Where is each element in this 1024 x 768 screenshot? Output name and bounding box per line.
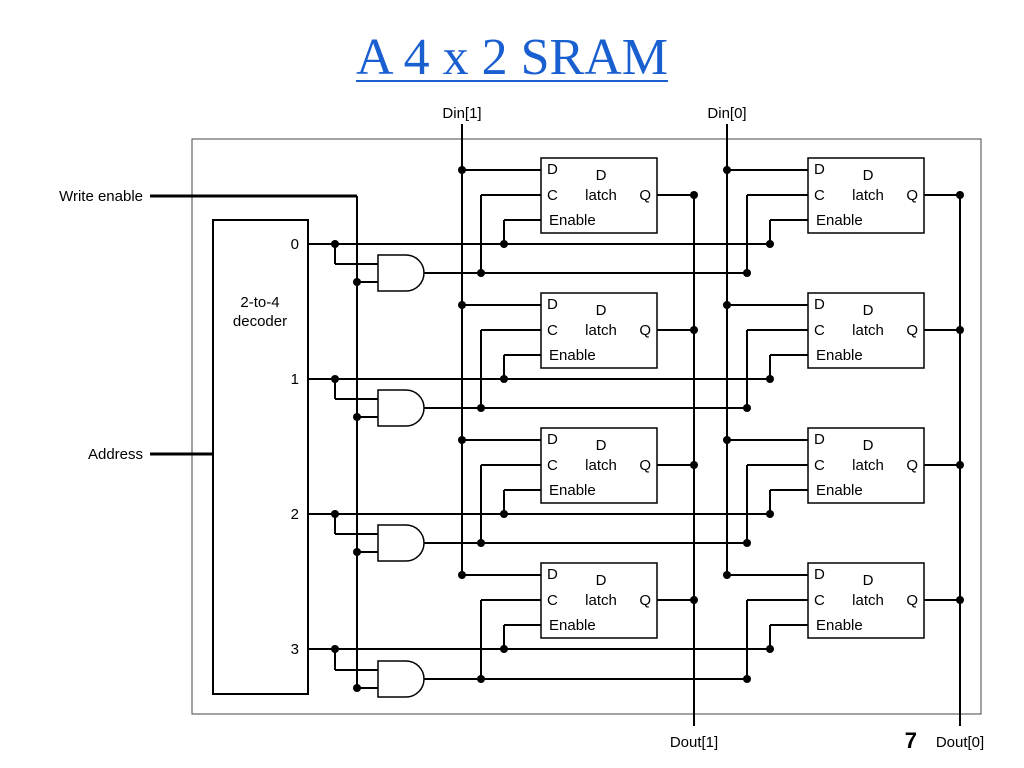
latch-r3-c1-c-pin: C	[814, 592, 825, 609]
din1-label: Din[1]	[442, 105, 481, 122]
latch-r0-c1-name-latch: latch	[852, 187, 884, 204]
latch-r0-c1-name-d: D	[863, 167, 874, 184]
latch-r3-c0-q-pin: Q	[639, 592, 651, 609]
latch-r2-c1-q-pin: Q	[906, 457, 918, 474]
decoder-output-3: 3	[291, 641, 299, 658]
latch-r2-c1-name-d: D	[863, 437, 874, 454]
latch-r1-c0-d-pin: D	[547, 296, 558, 313]
latch-r1-c1-c-pin: C	[814, 322, 825, 339]
e-junction-r0-c0	[500, 240, 508, 248]
latch-r0-c0-c-pin: C	[547, 187, 558, 204]
latch-r0-c0-name-d: D	[596, 167, 607, 184]
latch-r3-c1-box	[807, 562, 925, 639]
e-junction-r1-c0	[500, 375, 508, 383]
c-junction-r0-c0	[477, 269, 485, 277]
latch-r1-c0-name-latch: latch	[585, 322, 617, 339]
latch-r2-c0-c-pin: C	[547, 457, 558, 474]
e-junction-r0-c1	[766, 240, 774, 248]
latch-r1-c0-enable-pin: Enable	[549, 347, 596, 364]
dout-junction-r2-c0	[690, 461, 698, 469]
write-enable-label: Write enable	[59, 188, 143, 205]
slide-number: 7	[905, 728, 917, 753]
latch-r2-c1-d-pin: D	[814, 431, 825, 448]
latch-r0-c1-enable-pin: Enable	[816, 212, 863, 229]
latch-r2-c1-c-pin: C	[814, 457, 825, 474]
latch-r3-c0-enable-pin: Enable	[549, 617, 596, 634]
latch-r3-c1-name-latch: latch	[852, 592, 884, 609]
address-label: Address	[88, 446, 143, 463]
latch-r0-c1-q-pin: Q	[906, 187, 918, 204]
dout-junction-r0-c0	[690, 191, 698, 199]
dout-junction-r2-c1	[956, 461, 964, 469]
latch-r0-c1-d-pin: D	[814, 161, 825, 178]
latch-r3-c0-box	[540, 562, 658, 639]
decoder-block	[212, 219, 309, 695]
latch-r0-c0-enable-pin: Enable	[549, 212, 596, 229]
latch-r1-c0-box	[540, 292, 658, 369]
slide-title: A 4 x 2 SRAM	[355, 29, 669, 86]
and-gate-row-0	[377, 254, 425, 292]
latch-r2-c1-box	[807, 427, 925, 504]
c-junction-r1-c0	[477, 404, 485, 412]
decoder-output-2: 2	[291, 506, 299, 523]
dout-junction-r3-c0	[690, 596, 698, 604]
decoder-output-0: 0	[291, 236, 299, 253]
c-junction-r2-c0	[477, 539, 485, 547]
and-gate-row-2	[377, 524, 425, 562]
latch-r3-c0-name-latch: latch	[585, 592, 617, 609]
latch-r0-c0-d-pin: D	[547, 161, 558, 178]
latch-r2-c0-name-latch: latch	[585, 457, 617, 474]
latch-r2-c0-name-d: D	[596, 437, 607, 454]
and-gate-row-3	[377, 660, 425, 698]
dout-junction-r1-c0	[690, 326, 698, 334]
latch-r3-c1-name-d: D	[863, 572, 874, 589]
e-junction-r2-c0	[500, 510, 508, 518]
latch-r1-c1-enable-pin: Enable	[816, 347, 863, 364]
dout-junction-r0-c1	[956, 191, 964, 199]
e-junction-r3-c0	[500, 645, 508, 653]
latch-r0-c0-q-pin: Q	[639, 187, 651, 204]
latch-r1-c1-d-pin: D	[814, 296, 825, 313]
c-junction-r1-c1	[743, 404, 751, 412]
c-junction-r2-c1	[743, 539, 751, 547]
c-junction-r0-c1	[743, 269, 751, 277]
latch-r1-c1-name-latch: latch	[852, 322, 884, 339]
dout0-label: Dout[0]	[936, 734, 984, 751]
dout1-label: Dout[1]	[670, 734, 718, 751]
dout-junction-r1-c1	[956, 326, 964, 334]
memory-array-frame	[191, 138, 982, 715]
latch-r2-c0-d-pin: D	[547, 431, 558, 448]
latch-r2-c1-enable-pin: Enable	[816, 482, 863, 499]
e-junction-r1-c1	[766, 375, 774, 383]
c-junction-r3-c0	[477, 675, 485, 683]
latch-r1-c0-q-pin: Q	[639, 322, 651, 339]
latch-r1-c1-name-d: D	[863, 302, 874, 319]
latch-r3-c1-d-pin: D	[814, 566, 825, 583]
latch-r2-c0-q-pin: Q	[639, 457, 651, 474]
latch-r3-c0-d-pin: D	[547, 566, 558, 583]
and-gate-row-1	[377, 389, 425, 427]
e-junction-r2-c1	[766, 510, 774, 518]
latch-r2-c1-name-latch: latch	[852, 457, 884, 474]
dout-junction-r3-c1	[956, 596, 964, 604]
decoder-label-line2: decoder	[233, 313, 287, 330]
e-junction-r3-c1	[766, 645, 774, 653]
latch-r0-c1-c-pin: C	[814, 187, 825, 204]
latch-r1-c0-c-pin: C	[547, 322, 558, 339]
latch-r3-c1-q-pin: Q	[906, 592, 918, 609]
latch-r0-c0-name-latch: latch	[585, 187, 617, 204]
latch-r1-c1-box	[807, 292, 925, 369]
latch-r1-c0-name-d: D	[596, 302, 607, 319]
decoder-label-line1: 2-to-4	[240, 294, 279, 311]
latch-r1-c1-q-pin: Q	[906, 322, 918, 339]
latch-r3-c1-enable-pin: Enable	[816, 617, 863, 634]
latch-r3-c0-name-d: D	[596, 572, 607, 589]
c-junction-r3-c1	[743, 675, 751, 683]
latch-r3-c0-c-pin: C	[547, 592, 558, 609]
latch-r2-c0-enable-pin: Enable	[549, 482, 596, 499]
din0-label: Din[0]	[707, 105, 746, 122]
decoder-output-1: 1	[291, 371, 299, 388]
